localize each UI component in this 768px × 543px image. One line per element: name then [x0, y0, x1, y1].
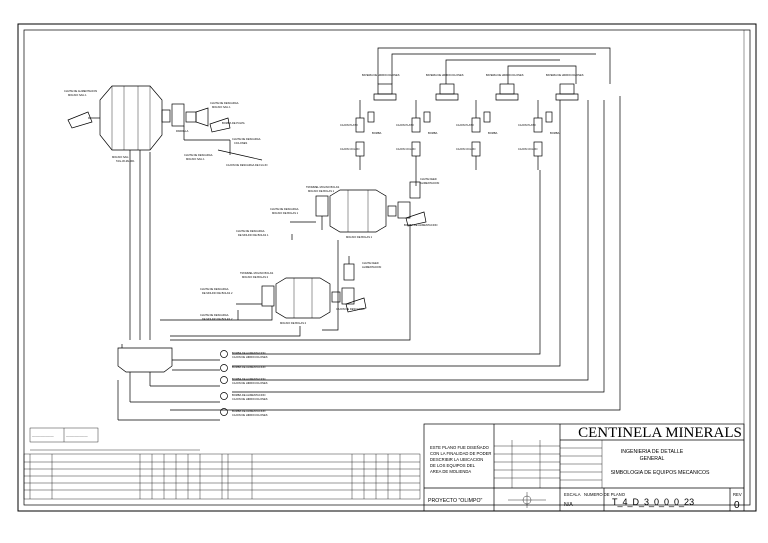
svg-text:CAJON PLATO: CAJON PLATO: [396, 123, 414, 127]
svg-text:BOMBA DE PULPA: BOMBA DE PULPA: [222, 121, 245, 125]
svg-text:MOLINO SAG 1: MOLINO SAG 1: [68, 93, 87, 97]
svg-text:BATERIA DE HIDROCICLONES: BATERIA DE HIDROCICLONES: [486, 73, 524, 77]
svg-text:_____________: _____________: [65, 433, 88, 437]
svg-text:BOMBA DE ALIMENTACION: BOMBA DE ALIMENTACION: [232, 351, 266, 355]
svg-text:CHUTE DE DESCARGA: CHUTE DE DESCARGA: [232, 137, 261, 141]
note-line-5: AREA DE MOLIENDA: [430, 469, 471, 474]
return-piping: [129, 96, 621, 411]
svg-text:DE MOLINO DE BOLAS 2: DE MOLINO DE BOLAS 2: [202, 317, 233, 321]
svg-text:CAJON DE HIDROCICLONES: CAJON DE HIDROCICLONES: [232, 355, 268, 359]
ball-mill-1: [329, 189, 387, 233]
ball-mill-2: [275, 277, 331, 319]
trommel-sag: [171, 103, 185, 127]
svg-text:ALIMENTACION: ALIMENTACION: [420, 181, 439, 185]
drawing-number-label: NUMERO DE PLANO: [584, 492, 626, 497]
svg-text:BOMBA DE ALIMENTACION: BOMBA DE ALIMENTACION: [232, 365, 266, 369]
svg-text:CAJON DE HIDROCICLONES: CAJON DE HIDROCICLONES: [232, 413, 268, 417]
feed-chute: [67, 111, 93, 129]
svg-text:MOLINO SAG: MOLINO SAG: [112, 155, 128, 159]
svg-text:MOLINO SAG 1: MOLINO SAG 1: [186, 157, 205, 161]
svg-text:TROMMEL MOLINO BOLAS: TROMMEL MOLINO BOLAS: [240, 271, 273, 275]
note-line-1: ESTE PLANO FUE DISEÑADO: [430, 445, 490, 450]
sheet-outer-border: [17, 23, 757, 512]
ball-mill-1-group: TROMMEL MOLINO BOLAS MOLINO DE BOLAS 1 C…: [236, 177, 439, 240]
scale-label: ESCALA: [564, 492, 581, 497]
note-line-2: CON LA FINALIDAD DE PODER: [430, 451, 491, 456]
ball-mill-2-group: TROMMEL MOLINO BOLAS MOLINO DE BOLAS 2 C…: [200, 256, 381, 325]
svg-text:MOLINO SAG 1: MOLINO SAG 1: [212, 105, 231, 109]
svg-text:CAJON PLATO: CAJON PLATO: [340, 123, 358, 127]
collection-hopper: [117, 347, 173, 373]
svg-text:CHUTE DE DESCARGA: CHUTE DE DESCARGA: [270, 207, 299, 211]
svg-text:BOMBA: BOMBA: [428, 131, 438, 135]
note-line-3: DESCRIBIR LA UBICACION: [430, 457, 483, 462]
revisions-table: _____________ _____________: [23, 427, 421, 500]
note-line-4: DE LOS EQUIPOS DEL: [430, 463, 476, 468]
drawing-number: T_4_D_3_0_0_0_23: [612, 497, 694, 507]
svg-text:DE MOLINO DE BOLAS 1: DE MOLINO DE BOLAS 1: [238, 233, 269, 237]
svg-text:CAJON PLATO: CAJON PLATO: [456, 123, 474, 127]
process-diagram: CHUTE DE ALIMENTACION MOLINO SAG 1 MOLIN…: [64, 47, 621, 421]
title-line-2: GENERAL: [640, 456, 665, 462]
svg-text:MOLINO DE BOLAS 1: MOLINO DE BOLAS 1: [346, 235, 373, 239]
svg-text:BOMBA DE ALIMENTACION: BOMBA DE ALIMENTACION: [232, 393, 266, 397]
svg-text:BOMBA: BOMBA: [372, 131, 382, 135]
svg-text:MOLINO DE BOLAS 1: MOLINO DE BOLAS 1: [308, 189, 335, 193]
svg-text:CAJON PLATO: CAJON PLATO: [518, 123, 536, 127]
svg-text:CHUTE FEED: CHUTE FEED: [362, 261, 379, 265]
svg-text:BOMBA: BOMBA: [488, 131, 498, 135]
revision-label: REV: [733, 492, 742, 497]
revision-number: 0: [734, 500, 740, 511]
north-arrow-icon: [508, 492, 546, 508]
scale-value: N/A: [564, 502, 573, 508]
svg-text:CHUTE FEED: CHUTE FEED: [420, 177, 437, 181]
svg-text:CAJON CICLON: CAJON CICLON: [456, 147, 475, 151]
svg-text:BOMBA: BOMBA: [550, 131, 560, 135]
company-name: CENTINELA MINERALS: [578, 425, 742, 441]
svg-text:TROMMEL MOLINO BOLAS: TROMMEL MOLINO BOLAS: [306, 185, 339, 189]
svg-text:CHUTE DE DESCARGA: CHUTE DE DESCARGA: [210, 101, 239, 105]
discharge-chute: [209, 117, 231, 133]
svg-text:_____________: _____________: [31, 433, 54, 437]
svg-text:CAJON CICLON: CAJON CICLON: [518, 147, 537, 151]
sag-mill-group: CHUTE DE ALIMENTACION MOLINO SAG 1 MOLIN…: [64, 85, 268, 167]
svg-text:BOMBA DE ALIMENTACION: BOMBA DE ALIMENTACION: [232, 409, 266, 413]
svg-text:CHUTE DE DESCARGA: CHUTE DE DESCARGA: [236, 229, 265, 233]
svg-text:CAJON DE HIDROCICLONES: CAJON DE HIDROCICLONES: [232, 381, 268, 385]
svg-text:TAG-30-ML-001: TAG-30-ML-001: [116, 159, 135, 163]
svg-text:BOMBA DE ALIMENTACION: BOMBA DE ALIMENTACION: [232, 377, 266, 381]
svg-text:CICLONES: CICLONES: [234, 141, 248, 145]
svg-text:CHUTE DE DESCARGA: CHUTE DE DESCARGA: [184, 153, 213, 157]
title-line-3: SIMBOLOGIA DE EQUIPOS MECANICOS: [611, 470, 710, 476]
title-line-1: INGENIERIA DE DETALLE: [621, 449, 684, 455]
svg-text:CAJON CICLON: CAJON CICLON: [396, 147, 415, 151]
svg-text:PARRILLA: PARRILLA: [176, 129, 189, 133]
title-block: CENTINELA MINERALS ESTE PLANO FUE DISEÑA…: [423, 423, 745, 512]
svg-text:DE MOLINO DE BOLAS 2: DE MOLINO DE BOLAS 2: [202, 291, 233, 295]
svg-text:BOMBA DE ALIMENTACION: BOMBA DE ALIMENTACION: [404, 223, 438, 227]
sheet-inner-border: [23, 29, 751, 506]
sag-mill: [99, 85, 163, 151]
svg-text:BATERIA DE HIDROCICLONES: BATERIA DE HIDROCICLONES: [546, 73, 584, 77]
bottom-hopper-group: BOMBA DE ALIMENTACION CAJON DE HIDROCICL…: [117, 344, 268, 421]
svg-text:CHUTE DE DESCARGA: CHUTE DE DESCARGA: [200, 287, 229, 291]
svg-text:BATERIA DE HIDROCICLONES: BATERIA DE HIDROCICLONES: [426, 73, 464, 77]
svg-text:CAJON CICLON: CAJON CICLON: [340, 147, 359, 151]
cyclone-batteries: BATERIA DE HIDROCICLONES BATERIA DE HIDR…: [340, 47, 611, 186]
svg-text:MOLINO DE BOLAS 2: MOLINO DE BOLAS 2: [242, 275, 269, 279]
svg-text:ALIMENTACION: ALIMENTACION: [362, 265, 381, 269]
svg-text:CAJON DE HIDROCICLONES: CAJON DE HIDROCICLONES: [232, 397, 268, 401]
project-name: PROYECTO "OLIMPO": [428, 498, 482, 504]
svg-text:MOLINO DE BOLAS 2: MOLINO DE BOLAS 2: [280, 321, 307, 325]
svg-text:CHUTE DE DESCARGA: CHUTE DE DESCARGA: [200, 313, 229, 317]
svg-text:MOLINO DE BOLAS 1: MOLINO DE BOLAS 1: [272, 211, 299, 215]
svg-text:CAJON DE DESCARGA DE FLUJO: CAJON DE DESCARGA DE FLUJO: [226, 163, 268, 167]
svg-text:CHUTE DE ALIMENTACION: CHUTE DE ALIMENTACION: [64, 89, 97, 93]
svg-text:BATERIA DE HIDROCICLONES: BATERIA DE HIDROCICLONES: [362, 73, 400, 77]
svg-text:CAJON DE DESCARGA: CAJON DE DESCARGA: [336, 307, 365, 311]
